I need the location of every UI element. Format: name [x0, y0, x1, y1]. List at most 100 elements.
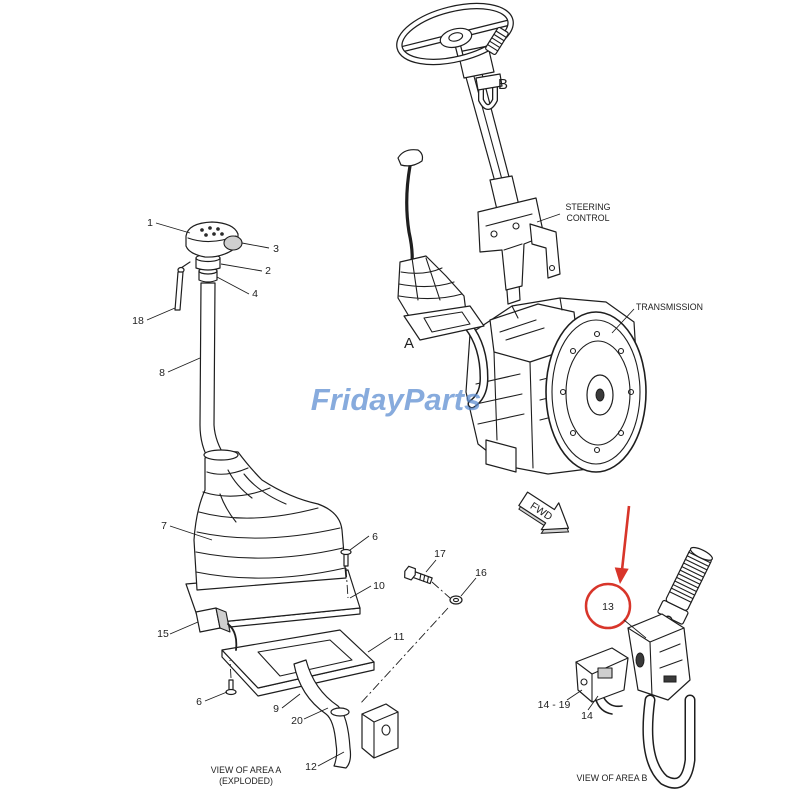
callout-10: 10 — [373, 580, 385, 592]
bolt-17 — [404, 565, 433, 585]
callout-16: 16 — [475, 567, 487, 579]
transmission — [465, 297, 647, 475]
bolt-hole — [559, 388, 567, 396]
bracket-edges — [575, 657, 629, 703]
callout-14-19: 14 - 19 — [538, 699, 571, 711]
grip-dot — [220, 232, 224, 236]
bolt-threads — [419, 573, 429, 584]
flex-plate — [565, 340, 631, 446]
leader-lines — [146, 213, 647, 767]
bolt-head — [225, 688, 237, 696]
bell-housing-rim — [551, 319, 641, 465]
shift-knob-small — [397, 149, 424, 167]
grip-dot — [208, 226, 212, 230]
mounting-foot — [485, 439, 517, 473]
flex-plate-bolts — [559, 330, 635, 454]
callout-4: 4 — [252, 288, 258, 300]
plate-11 — [221, 629, 375, 697]
fwd-arrow-body — [518, 491, 570, 531]
assembly-line-bolt-6-top — [345, 567, 349, 599]
lever-bracket-hole — [381, 724, 391, 736]
callout-3: 3 — [273, 243, 279, 255]
bolt-hole — [593, 446, 601, 454]
callout-12: 12 — [305, 761, 317, 773]
steering-wheel — [396, 2, 514, 66]
washer-16 — [449, 595, 463, 605]
bolt-shank — [412, 571, 433, 585]
callout-2: 2 — [265, 265, 271, 277]
boot-small — [397, 255, 467, 319]
grip-dot — [216, 227, 220, 231]
pin-body — [174, 271, 184, 311]
bolt-hole — [569, 429, 577, 437]
stalk-ribs — [487, 30, 507, 52]
bolt-6-top — [340, 548, 352, 567]
boot-neck — [203, 449, 239, 461]
bolt-hole — [569, 347, 577, 355]
wheel-hub — [439, 27, 473, 49]
bolt-hole — [593, 330, 601, 338]
washer-hole — [452, 597, 460, 603]
view-area-a-subtitle: (EXPLODED) — [219, 776, 273, 786]
pin-18 — [174, 261, 191, 311]
lever-bracket — [361, 703, 399, 759]
callout-6-top: 6 — [372, 531, 378, 543]
steering-column-assembly — [396, 2, 561, 305]
steering-control-label-line2: CONTROL — [566, 213, 609, 223]
marker-a: A — [404, 335, 414, 352]
lever-clamp — [330, 707, 350, 717]
lever-rod — [405, 164, 414, 264]
housing-details — [627, 627, 685, 697]
plate-11-opening — [257, 639, 353, 677]
watermark-logo: FridayParts — [311, 382, 482, 417]
grip-end-cap — [689, 546, 713, 561]
bolt-hex-head — [404, 565, 416, 581]
exploded-view-area-a — [174, 221, 463, 769]
wheel-hub-cap — [448, 32, 464, 42]
connector-15 — [195, 607, 238, 651]
connector-wire — [227, 623, 238, 651]
view-area-b-title: VIEW OF AREA B — [577, 773, 648, 783]
callout-9: 9 — [273, 703, 279, 715]
turn-signal-stalk — [485, 26, 509, 56]
callout-7: 7 — [161, 520, 167, 532]
assembly-line-washer — [359, 607, 449, 705]
bracket-plate — [477, 197, 545, 291]
grip-ribs — [669, 551, 712, 603]
plate-11-top — [221, 629, 375, 689]
ribbed-grip — [657, 546, 713, 625]
lever-bracket-edges — [361, 711, 399, 759]
highlight-arrow-head — [614, 567, 629, 584]
steering-control-bracket — [477, 175, 561, 291]
knob-grip-dots — [200, 226, 224, 237]
assembly-line-bolt-17 — [431, 581, 451, 599]
callout-11: 11 — [394, 631, 405, 643]
grip-dot — [204, 233, 208, 237]
lower-lever-12 — [293, 659, 399, 769]
callout-15: 15 — [157, 628, 169, 640]
callout-6-bottom: 6 — [196, 696, 202, 708]
bolt-hole — [617, 429, 625, 437]
switch-housing-13 — [627, 613, 691, 701]
bolt-head — [340, 548, 352, 556]
bolt-6-bottom — [225, 679, 237, 696]
callout-8: 8 — [159, 367, 165, 379]
switch-cable-inner — [643, 696, 694, 788]
bracket-side-plate — [529, 223, 561, 279]
highlight-arrow-shaft — [620, 505, 631, 571]
base-plate-opening — [423, 311, 471, 333]
shift-lever-8 — [199, 282, 227, 463]
boot-small-ridges — [398, 257, 463, 301]
lower-lever-rod — [293, 659, 352, 769]
callout-14: 14 — [581, 710, 593, 722]
bracket-hole — [580, 678, 588, 686]
pin-link — [180, 261, 191, 269]
assembly-line-bolt-6-bottom — [229, 659, 232, 679]
housing-switch — [635, 652, 645, 668]
mounting-bracket-14 — [575, 647, 629, 715]
bracket-hole — [548, 264, 556, 272]
transmission-label: TRANSMISSION — [636, 302, 703, 312]
highlight-circle — [584, 582, 632, 630]
shift-lever-installed — [397, 149, 485, 341]
bolt-hole — [617, 347, 625, 355]
